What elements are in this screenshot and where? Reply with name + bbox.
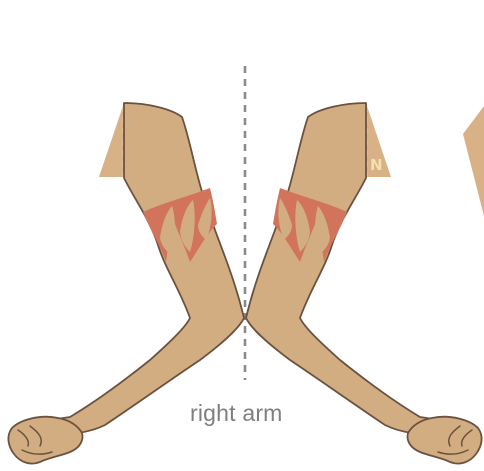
arm-caption: right arm bbox=[190, 400, 283, 427]
left-arm-skin bbox=[10, 103, 244, 447]
left-fist bbox=[8, 417, 82, 464]
left-shoulder-flap bbox=[99, 103, 124, 177]
shoulder-marker-text: N bbox=[370, 156, 383, 174]
right-arm-skin bbox=[246, 103, 480, 447]
right-fist bbox=[408, 417, 482, 464]
cropped-paper-right bbox=[463, 106, 484, 216]
